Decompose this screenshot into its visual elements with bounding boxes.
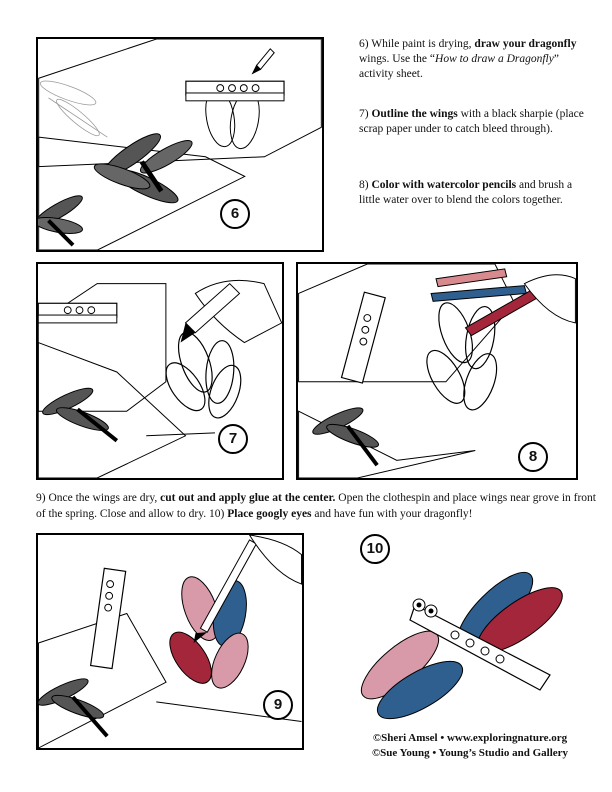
- credit-line-2: ©Sue Young • Young’s Studio and Gallery: [371, 747, 569, 759]
- panel-step-7: 7: [36, 262, 284, 480]
- panel-8-illustration: [298, 264, 576, 478]
- dragonfly-icon: [312, 407, 380, 467]
- step-number-6: 6: [220, 199, 250, 229]
- clothespin-icon: [185, 80, 285, 102]
- wing-painted: [169, 576, 249, 689]
- marker-icon: [180, 282, 241, 343]
- instruction-step-6: 6) While paint is drying, draw your drag…: [359, 38, 577, 80]
- googly-eyes-icon: [412, 598, 438, 618]
- panel-7-illustration: [38, 279, 282, 478]
- panel-6-illustration: [38, 39, 322, 250]
- dragonfly-icon: [39, 80, 108, 138]
- dragonfly-icon: [42, 387, 119, 443]
- clothespin-icon: [409, 604, 551, 691]
- pencil-icon: [430, 268, 541, 337]
- instruction-step-7: 7) Outline the wings with a black sharpi…: [359, 108, 584, 135]
- clothespin-icon: [340, 291, 386, 384]
- wing-outline: [165, 331, 242, 419]
- instruction-step-8: 8) Color with watercolor pencils and bru…: [359, 179, 573, 206]
- panel-9-illustration: [38, 535, 302, 748]
- pencil-icon: [251, 48, 275, 75]
- instruction-step-9-10: 9) Once the wings are dry, cut out and a…: [36, 492, 596, 520]
- clothespin-icon: [38, 302, 118, 324]
- panel-step-6: 6: [36, 37, 324, 252]
- step-number-9: 9: [263, 690, 293, 720]
- step-number-10: 10: [360, 534, 390, 564]
- step-number-8: 8: [518, 442, 548, 472]
- panel-step-9: 9: [36, 533, 304, 750]
- clothespin-icon: [89, 567, 127, 670]
- dragonfly-icon: [38, 678, 109, 738]
- finished-dragonfly-illustration: [360, 571, 563, 720]
- hand-icon: [523, 274, 576, 324]
- step-number-7: 7: [218, 424, 248, 454]
- dragonfly-icon: [38, 195, 83, 247]
- dragonfly-icon: [93, 133, 193, 204]
- credit-line-1: ©Sheri Amsel • www.exploringnature.org: [372, 732, 568, 744]
- hand-icon: [248, 535, 302, 585]
- credits: ©Sheri Amsel • www.exploringnature.org ©…: [340, 731, 600, 761]
- panel-step-8: 8: [296, 262, 578, 480]
